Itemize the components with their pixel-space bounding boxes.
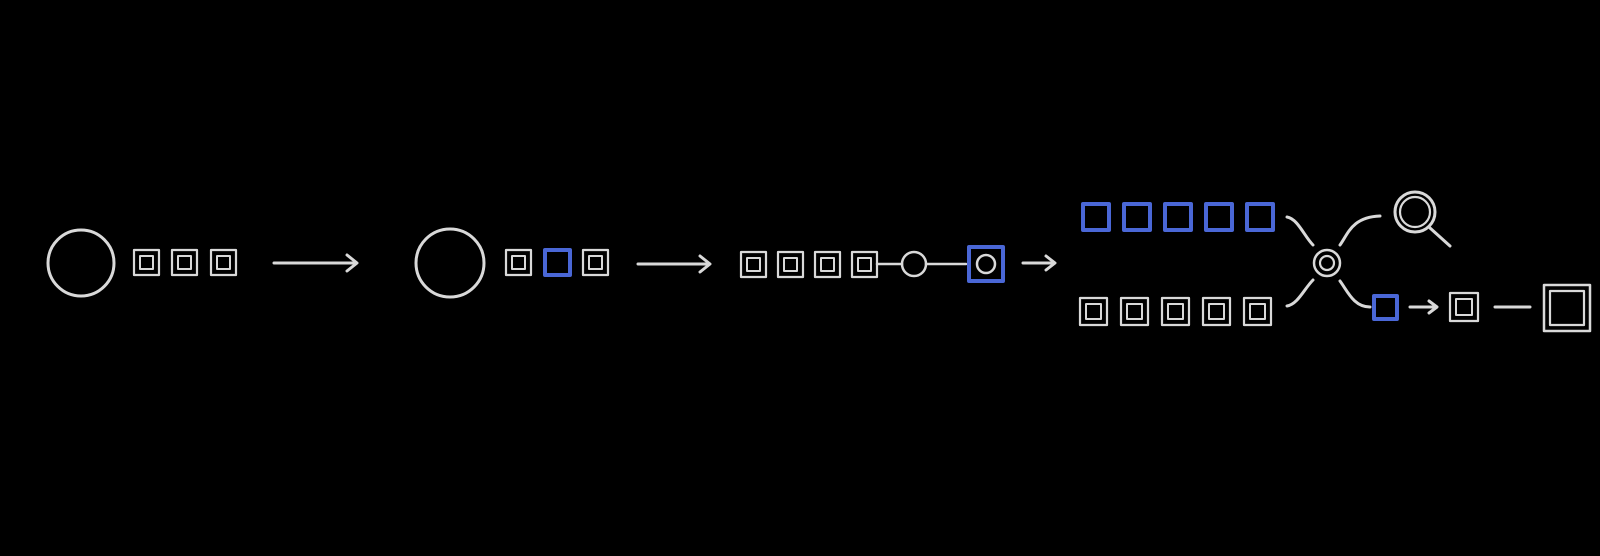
token-node bbox=[1448, 291, 1480, 323]
token-node bbox=[1078, 296, 1109, 327]
highlighted-token-node bbox=[1204, 202, 1234, 232]
stage-3 bbox=[739, 245, 1005, 283]
large-token-node bbox=[1542, 283, 1592, 333]
highlighted-token-node bbox=[1245, 202, 1275, 232]
token-node bbox=[739, 250, 768, 279]
boxed-circle-node bbox=[967, 245, 1005, 283]
token-row bbox=[1078, 296, 1273, 327]
highlighted-token-node bbox=[1372, 294, 1399, 321]
right-arrow-icon bbox=[1021, 254, 1057, 272]
highlighted-token-node bbox=[1081, 202, 1111, 232]
hub-node bbox=[1312, 248, 1342, 278]
right-arrow-icon bbox=[1408, 299, 1439, 315]
token-node bbox=[504, 248, 533, 277]
highlighted-token-node bbox=[1163, 202, 1193, 232]
stage-4 bbox=[1078, 190, 1592, 333]
token-node bbox=[850, 250, 879, 279]
token-node bbox=[1242, 296, 1273, 327]
merge-curve-bottom bbox=[1285, 278, 1315, 308]
highlighted-token-node bbox=[1122, 202, 1152, 232]
large-circle-node bbox=[414, 227, 486, 299]
highlighted-token-node bbox=[543, 248, 572, 277]
token-node bbox=[209, 248, 238, 277]
token-node bbox=[813, 250, 842, 279]
stage-2 bbox=[414, 227, 610, 299]
magnifier-icon bbox=[1393, 190, 1452, 248]
branch-curve-bottom bbox=[1338, 279, 1372, 309]
large-circle-node bbox=[46, 228, 116, 298]
small-circle-node bbox=[900, 250, 928, 278]
token-node bbox=[1119, 296, 1150, 327]
highlighted-token-row bbox=[1081, 202, 1275, 232]
stage-1 bbox=[46, 228, 238, 298]
right-arrow-icon bbox=[272, 253, 359, 273]
token-node bbox=[581, 248, 610, 277]
right-arrow-icon bbox=[636, 254, 712, 274]
token-node bbox=[132, 248, 161, 277]
merge-curve-top bbox=[1285, 215, 1315, 247]
token-node bbox=[776, 250, 805, 279]
token-node bbox=[170, 248, 199, 277]
branch-curve-top bbox=[1338, 214, 1382, 247]
token-node bbox=[1201, 296, 1232, 327]
token-node bbox=[1160, 296, 1191, 327]
